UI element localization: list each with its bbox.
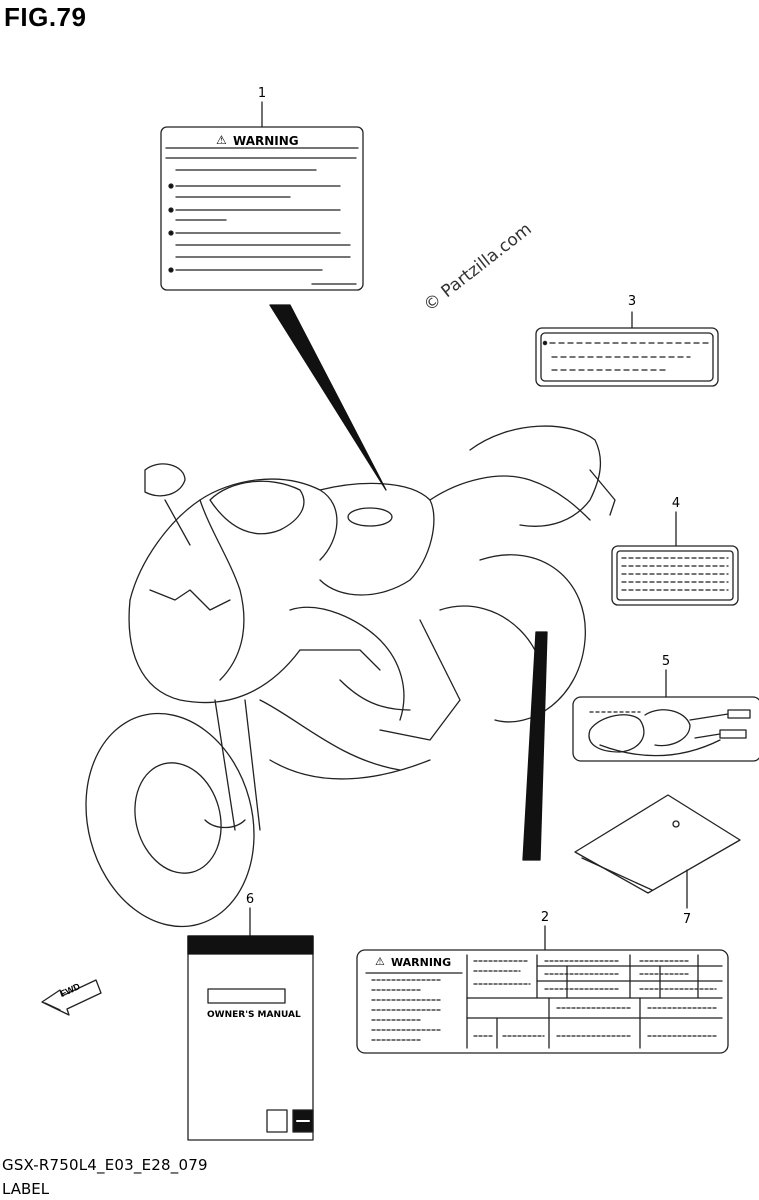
warning-triangle-icon: ⚠ xyxy=(216,133,227,147)
callout-5: 5 xyxy=(661,654,671,669)
label-1-warning-heading: WARNING xyxy=(233,134,299,148)
figure-title: FIG.79 xyxy=(4,2,87,32)
callout-3: 3 xyxy=(627,294,637,309)
callout-7: 7 xyxy=(682,912,692,927)
callout-2: 2 xyxy=(540,910,550,925)
callout-6: 6 xyxy=(245,892,255,907)
section-name: LABEL xyxy=(2,1180,50,1198)
owners-manual-title: OWNER'S MANUAL xyxy=(207,1010,301,1020)
label-2-warning-heading: WARNING xyxy=(391,956,452,969)
callout-1: 1 xyxy=(257,86,267,101)
motorcycle-illustration xyxy=(85,425,616,928)
callout-4: 4 xyxy=(671,496,681,511)
model-code: GSX-R750L4_E03_E28_079 xyxy=(2,1156,208,1174)
warning-triangle-icon: ⚠ xyxy=(375,956,385,968)
